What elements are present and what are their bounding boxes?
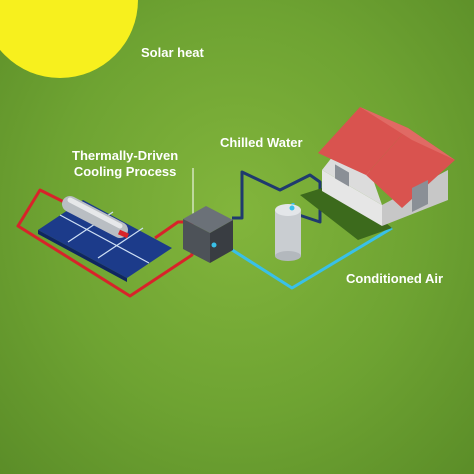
storage-tank xyxy=(275,204,301,261)
cooling-process-label-line2: Cooling Process xyxy=(73,164,177,179)
house xyxy=(300,107,455,240)
hot-water-pipe xyxy=(16,188,194,298)
cooling-process-label: Thermally-Driven Cooling Process xyxy=(72,148,178,180)
solar-panel xyxy=(38,200,172,282)
chilled-water-label: Chilled Water xyxy=(220,135,303,150)
collector-tube xyxy=(62,196,130,239)
cooling-process-label-line1: Thermally-Driven xyxy=(72,148,179,163)
solar-heat-label: Solar heat xyxy=(141,45,204,60)
sun xyxy=(0,0,138,78)
conditioned-air-duct xyxy=(225,226,393,290)
conditioned-air-label: Conditioned Air xyxy=(346,271,444,286)
cooling-unit xyxy=(183,206,233,263)
